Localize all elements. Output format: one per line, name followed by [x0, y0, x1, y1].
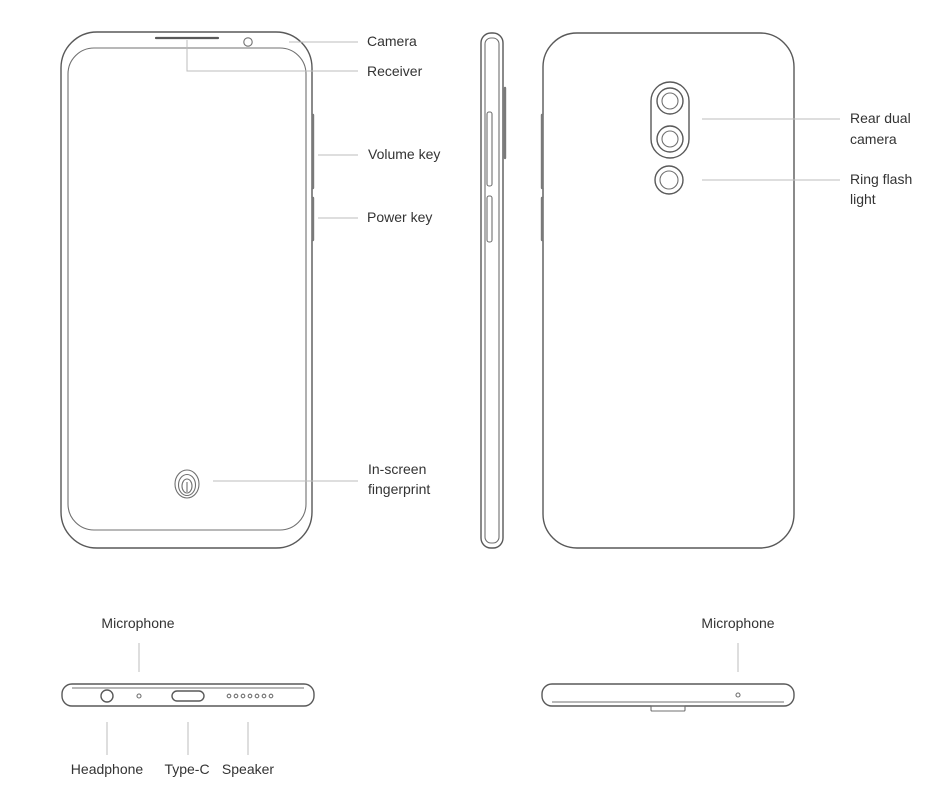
top-microphone-label: Microphone	[701, 615, 775, 631]
ring-flash-icon	[654, 165, 684, 195]
rear-camera-label-line2: camera	[850, 131, 897, 147]
speaker-label: Speaker	[221, 761, 275, 777]
rear-camera-label-line1: Rear dual	[850, 110, 911, 126]
phone-back-outline-icon	[540, 32, 795, 549]
type-c-label: Type-C	[164, 761, 210, 777]
bottom-microphone-hole	[136, 693, 142, 699]
ring-flash-label-line1: Ring flash	[850, 171, 913, 187]
bottom-microphone-label: Microphone	[101, 615, 175, 631]
volume-key-label: Volume key	[368, 146, 441, 162]
type-c-port-icon	[171, 690, 205, 702]
top-edge-tab	[650, 705, 686, 712]
receiver-label: Receiver	[367, 63, 423, 79]
power-key-label: Power key	[367, 209, 433, 225]
ring-flash-label-line2: light	[850, 191, 876, 207]
front-camera-lens	[243, 37, 253, 47]
phone-front-outline-icon	[60, 31, 315, 549]
side-volume-key	[486, 111, 493, 187]
camera-label: Camera	[367, 33, 417, 49]
fingerprint-label-line2: fingerprint	[368, 481, 431, 497]
fingerprint-label-line1: In-screen	[368, 461, 427, 477]
fingerprint-icon	[174, 469, 200, 499]
speaker-grille-icon	[226, 693, 274, 699]
phone-top-edge-icon	[541, 683, 795, 712]
top-microphone-hole	[735, 692, 741, 698]
phone-bottom-edge-icon	[61, 683, 315, 707]
headphone-label: Headphone	[70, 761, 144, 777]
receiver-leader	[186, 40, 358, 72]
phone-side-outline-icon	[480, 32, 507, 549]
rear-dual-camera-icon	[650, 81, 690, 159]
side-power-key	[486, 195, 493, 243]
headphone-jack-icon	[100, 689, 114, 703]
